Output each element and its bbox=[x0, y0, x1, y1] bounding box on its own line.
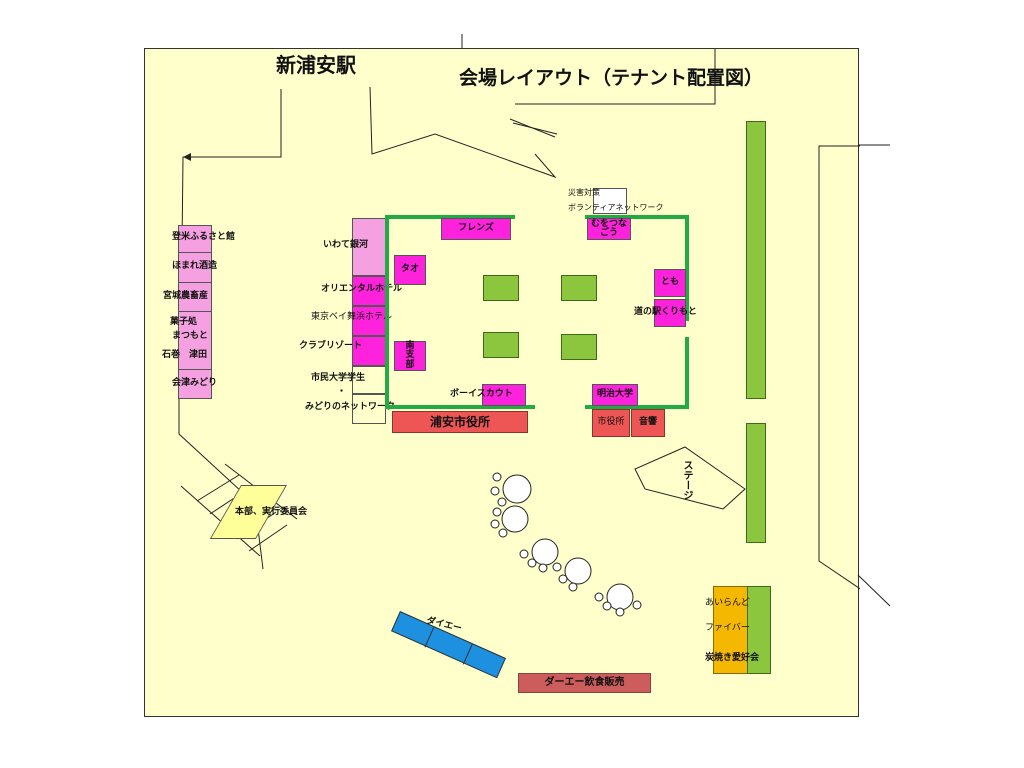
booth-tokyobay bbox=[352, 306, 386, 336]
booth-friends: フレンズ bbox=[441, 218, 511, 240]
booth-label: オリエンタルホテル bbox=[321, 284, 403, 294]
booth-label: あいらんど bbox=[705, 598, 750, 608]
booth-label: 災害対策 bbox=[568, 188, 600, 197]
stall-label: まつもと bbox=[172, 331, 208, 341]
daiei-food-booth: ダーエー飲食販売 bbox=[518, 673, 651, 693]
booth-tomo: とも bbox=[654, 269, 686, 297]
booth-label: 市民大学学生 bbox=[311, 373, 366, 383]
booth-label: 炭焼き愛好会 bbox=[705, 653, 760, 663]
fence-line bbox=[685, 215, 689, 321]
honbu-label: 本部、実行委員会 bbox=[235, 507, 308, 517]
stall-label: ほまれ酒造 bbox=[172, 261, 218, 271]
fence-line bbox=[385, 405, 535, 409]
fence-line bbox=[385, 215, 389, 407]
venue-map: 新浦安駅 会場レイアウト（テナント配置図） 登米ふるさと館 ほまれ酒造 宮城農畜… bbox=[144, 48, 860, 717]
booth-city-office: 市役所 bbox=[592, 409, 630, 437]
booth-green bbox=[747, 586, 771, 674]
booth-iwate bbox=[352, 218, 386, 276]
booth-meiji: 明治大学 bbox=[592, 384, 638, 406]
booth-club bbox=[352, 336, 386, 366]
booth-michinoeki bbox=[654, 299, 686, 327]
booth-label: いわて銀河 bbox=[323, 240, 369, 250]
right-green-column bbox=[746, 121, 766, 399]
right-green-column bbox=[746, 423, 766, 543]
booth-label: 道の駅くりもと bbox=[634, 307, 697, 317]
booth-tao: タオ bbox=[394, 255, 426, 285]
central-booth bbox=[561, 275, 597, 301]
stall-label: 石巻 津田 bbox=[162, 350, 208, 360]
booth-urayasu-city: 浦安市役所 bbox=[392, 411, 528, 433]
booth-label: ボーイスカウト bbox=[450, 389, 513, 399]
central-booth bbox=[483, 275, 519, 301]
central-booth bbox=[561, 334, 597, 360]
stage-label: ステージ bbox=[681, 460, 692, 500]
left-stall-column bbox=[178, 225, 212, 399]
divider bbox=[178, 311, 212, 312]
booth-saigai bbox=[593, 188, 627, 214]
booth-label: ボランティアネットワーク bbox=[568, 203, 664, 212]
booth-boyscout bbox=[482, 384, 526, 406]
booth-orange bbox=[713, 586, 749, 674]
fence-line bbox=[585, 405, 689, 409]
booth-label: みどりのネットワーク bbox=[305, 402, 396, 412]
stall-label: 宮城農畜産 bbox=[163, 291, 209, 301]
stall-label: 会津みどり bbox=[172, 378, 218, 388]
booth-shimin bbox=[352, 366, 386, 394]
fence-line bbox=[685, 337, 689, 409]
booth-sound: 音響 bbox=[631, 409, 665, 437]
booth-label: 東京ベイ舞浜ホテル bbox=[311, 312, 393, 322]
station-title: 新浦安駅 bbox=[276, 53, 356, 77]
layout-title: 会場レイアウト（テナント配置図） bbox=[459, 67, 764, 89]
booth-label: クラブリゾート bbox=[299, 341, 363, 351]
fence-line bbox=[385, 215, 515, 219]
divider bbox=[178, 252, 212, 253]
divider bbox=[178, 282, 212, 283]
stall-label: 登米ふるさと館 bbox=[172, 232, 236, 242]
fence-line bbox=[585, 215, 689, 219]
booth-midori bbox=[352, 394, 386, 424]
stall-label: 菓子処 bbox=[170, 317, 198, 327]
booth-label: ・ bbox=[337, 387, 347, 397]
booth-minami: 南 支 部 bbox=[394, 341, 426, 371]
booth-mutsunagou: むをつなごう bbox=[587, 218, 631, 240]
booth-label: ファイバー bbox=[705, 623, 750, 633]
divider bbox=[178, 369, 212, 370]
central-booth bbox=[483, 332, 519, 358]
